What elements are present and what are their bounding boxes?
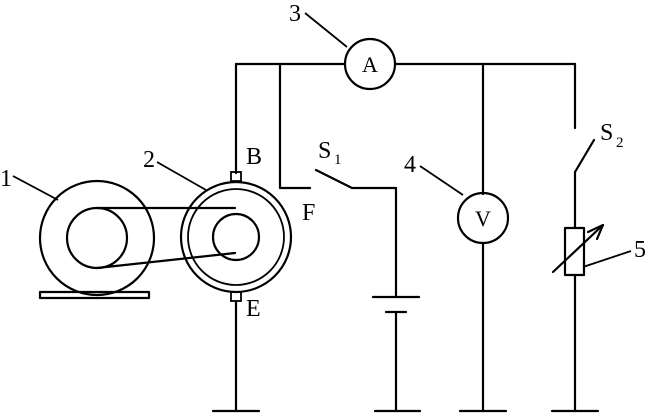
- label-2: 2: [143, 147, 155, 173]
- label-3: 3: [289, 1, 301, 27]
- label-s2: S: [600, 120, 613, 146]
- voltmeter-label: V: [475, 206, 491, 231]
- ammeter-label: A: [362, 52, 378, 77]
- label-1: 1: [0, 166, 12, 192]
- rheostat: [551, 223, 605, 277]
- generator: [179, 171, 293, 302]
- ammeter: A: [343, 37, 397, 91]
- leader-lines: [12, 12, 632, 268]
- label-4: 4: [404, 152, 416, 178]
- switch-s2: [573, 138, 596, 174]
- label-s2-subscript: 2: [616, 135, 624, 151]
- label-s1-subscript: 1: [334, 152, 342, 168]
- battery: [371, 295, 421, 314]
- label-b: B: [246, 144, 262, 170]
- label-e: E: [246, 296, 261, 322]
- belt: [95, 206, 237, 270]
- label-5: 5: [634, 237, 646, 263]
- switch-s1: [314, 168, 398, 299]
- label-s1: S: [318, 138, 331, 164]
- label-f: F: [302, 200, 315, 226]
- wire-f-branch: [278, 62, 312, 190]
- voltmeter: V: [456, 191, 510, 245]
